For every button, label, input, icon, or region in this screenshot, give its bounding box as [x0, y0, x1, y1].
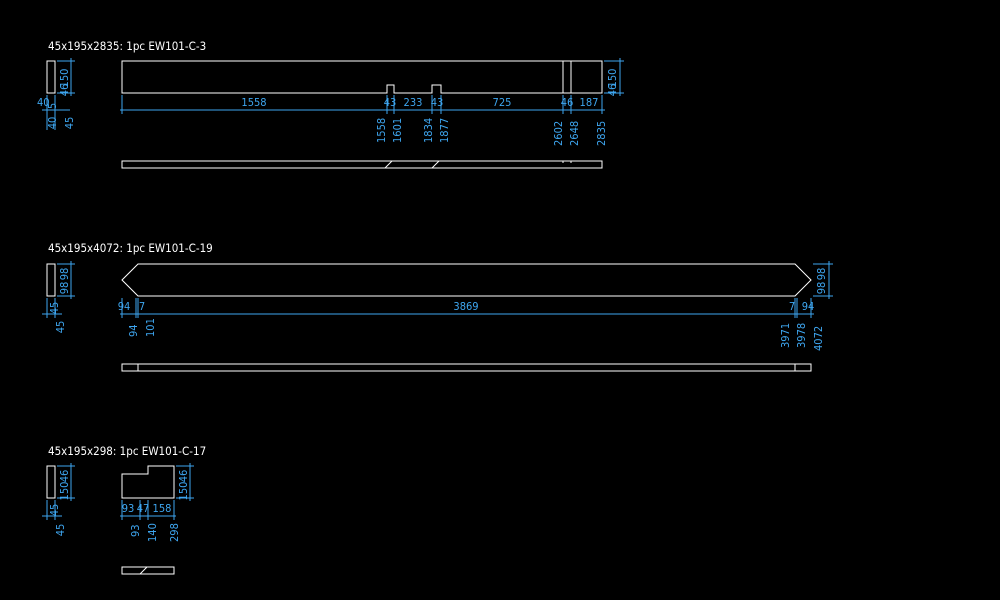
part-3: 45x195x298: 1pc EW101-C-17 46 150 45 45 … [42, 444, 206, 575]
dim-label: 98 [58, 282, 71, 295]
cross-section [46, 263, 56, 297]
dim-label: 45 [48, 504, 61, 517]
dim-label: 94 [127, 324, 140, 337]
dim-label: 5 [46, 103, 59, 109]
dim-label: 94 [802, 300, 815, 313]
part-title: 45x195x2835: 1pc EW101-C-3 [48, 39, 206, 53]
edge-view [121, 363, 812, 372]
dim-label: 1558 [241, 96, 266, 109]
dim-label: 150 [58, 69, 71, 88]
dim-label: 1834 [422, 118, 435, 143]
dim-label: 43 [384, 96, 397, 109]
dim-label: 101 [144, 318, 157, 337]
dim-label: 98 [815, 282, 828, 295]
dim-label: 46 [561, 96, 574, 109]
dim-label: 7 [139, 300, 145, 313]
dim-label: 7 [789, 300, 795, 313]
dim-label: 1558 [375, 118, 388, 143]
dim-label: 298 [168, 523, 181, 542]
dim-label: 45 [63, 117, 76, 130]
dim-label: 1877 [438, 118, 451, 143]
edge-view [121, 160, 603, 169]
dim-label: 150 [177, 482, 190, 501]
dim-label: 46 [177, 470, 190, 483]
part-title: 45x195x298: 1pc EW101-C-17 [48, 444, 206, 458]
part-2: 45x195x4072: 1pc EW101-C-19 98 98 45 45 … [42, 241, 833, 372]
dim-label: 2648 [568, 121, 581, 146]
edge-view [121, 566, 175, 575]
dim-label: 40 [37, 96, 50, 109]
cross-section [46, 465, 56, 499]
dim-label: 45 [48, 302, 61, 315]
dim-label: 46 [58, 470, 71, 483]
dim-label: 40 [46, 117, 59, 130]
dim-label: 93 [129, 524, 142, 537]
part-outline [121, 263, 812, 297]
dim-label: 4072 [812, 326, 825, 351]
dim-label: 46 [58, 84, 71, 97]
part-title: 45x195x4072: 1pc EW101-C-19 [48, 241, 213, 255]
dim-label: 3978 [795, 323, 808, 348]
part-outline [121, 60, 603, 94]
dim-label: 150 [606, 69, 619, 88]
cross-section [46, 60, 56, 94]
dim-label: 2602 [552, 121, 565, 146]
dim-label: 45 [54, 524, 67, 537]
dim-label: 140 [146, 523, 159, 542]
dim-label: 2835 [595, 121, 608, 146]
part-outline [121, 465, 175, 499]
dim-label: 1601 [391, 118, 404, 143]
dim-label: 158 [153, 502, 172, 515]
dim-label: 233 [404, 96, 423, 109]
dim-label: 93 [122, 502, 135, 515]
dim-label: 43 [431, 96, 444, 109]
dim-label: 725 [493, 96, 512, 109]
dim-label: 47 [137, 502, 150, 515]
dim-label: 45 [54, 321, 67, 334]
dim-label: 94 [118, 300, 131, 313]
dim-label: 98 [815, 268, 828, 281]
part-1: 45x195x2835: 1pc EW101-C-3 150 46 40 5 4… [37, 39, 624, 169]
dim-label: 150 [58, 482, 71, 501]
dim-label: 3869 [453, 300, 478, 313]
dim-label: 46 [606, 84, 619, 97]
dim-label: 3971 [779, 323, 792, 348]
dim-label: 98 [58, 268, 71, 281]
dim-label: 187 [580, 96, 599, 109]
